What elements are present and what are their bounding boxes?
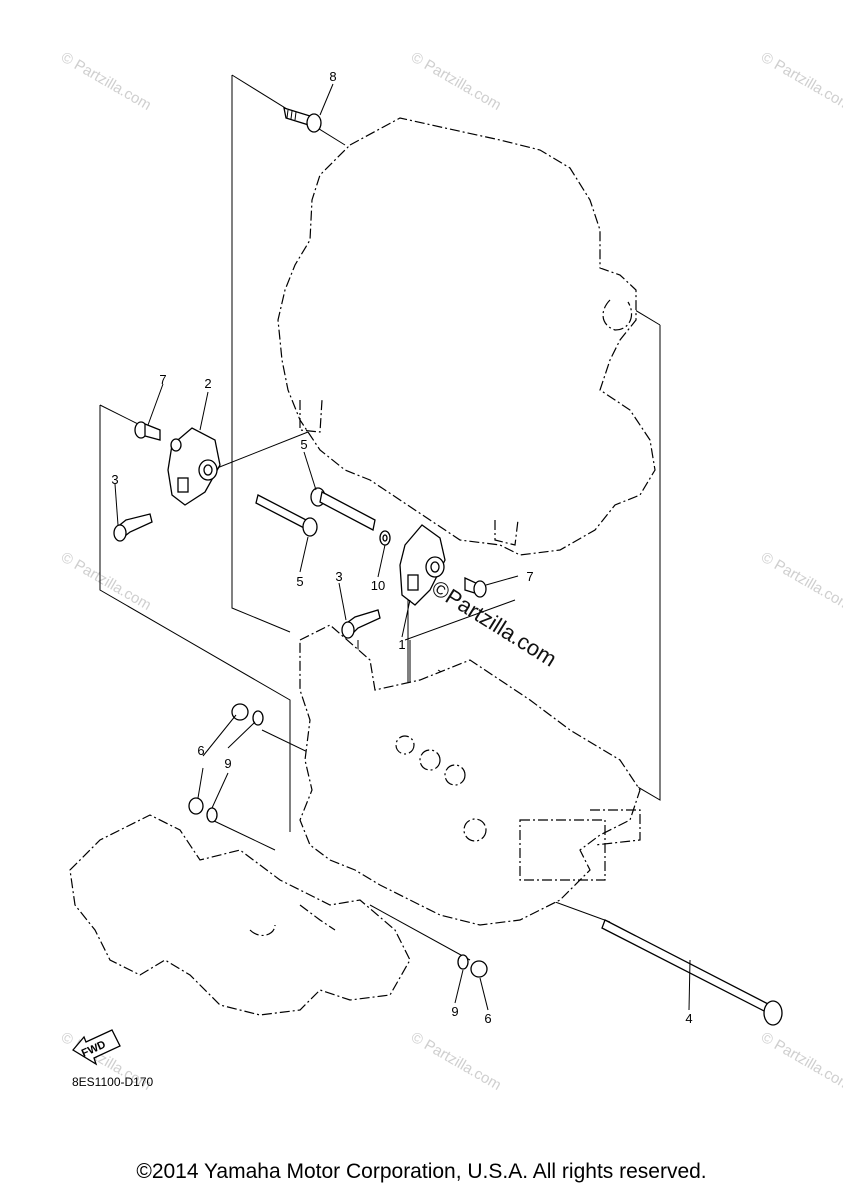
bolt-head	[473, 580, 487, 598]
callout-10: 10	[371, 578, 385, 593]
reference-line	[369, 904, 471, 961]
part-7-bolt-right	[464, 576, 487, 598]
part-6-nut-bottom	[470, 960, 488, 978]
part-1-engine-mount	[399, 524, 446, 606]
reference-line	[99, 405, 291, 832]
callout-8: 8	[329, 69, 336, 84]
mount-stud	[170, 438, 182, 452]
watermark-text: © Partzilla.com	[758, 49, 843, 114]
part-9-washer-lower-left	[206, 807, 218, 823]
bolt-shank	[601, 919, 771, 1014]
part-3-bolt-right	[341, 609, 381, 639]
part-10-washer	[379, 530, 391, 546]
part-4-through-bolt	[601, 919, 783, 1026]
part-7-bolt-left	[134, 421, 161, 441]
bolt-shank	[319, 491, 376, 531]
callout-5-lower: 5	[296, 574, 303, 589]
callout-6-lower: 6	[484, 1011, 491, 1026]
hull-floor-detail	[299, 904, 336, 931]
arrow-shape	[72, 1029, 121, 1066]
part-9-washer-bottom	[457, 954, 469, 970]
bracket-tab	[590, 809, 641, 846]
engine-mount-boss	[299, 399, 323, 433]
callout-9-lower: 9	[451, 1004, 458, 1019]
watermark-text: © Partzilla.com	[408, 49, 504, 114]
bracket-hole	[419, 749, 441, 771]
bracket-hole	[463, 818, 487, 842]
washer	[457, 954, 469, 970]
mount-bushing-core	[430, 561, 440, 573]
washer	[206, 807, 218, 823]
bolt-head	[302, 517, 318, 537]
callout-6-upper: 6	[197, 743, 204, 758]
engine-outline	[277, 117, 656, 556]
washer	[252, 710, 264, 726]
watermark-text: © Partzilla.com	[58, 49, 154, 114]
part-6-nut-upper	[231, 703, 249, 721]
part-2-engine-mount	[167, 427, 221, 506]
callout-3-left: 3	[111, 472, 118, 487]
part-5-bolt-a	[255, 494, 318, 537]
center-watermark: ©Partzilla.com	[427, 575, 561, 672]
callout-labels: 8 2 7 3 5 5 10 3 1 7 6 9 9 6 4	[111, 69, 692, 1026]
mount-bushing-core	[203, 464, 213, 476]
reference-line	[211, 431, 309, 471]
bolt-head	[341, 621, 355, 639]
bracket-hole	[395, 735, 415, 755]
watermark-text: © Partzilla.com	[758, 549, 843, 614]
engine-port	[602, 299, 633, 331]
reference-line	[404, 599, 516, 641]
hull-floor-detail	[249, 924, 276, 937]
engine-mount-boss	[494, 519, 519, 546]
fwd-arrow-icon: FWD	[72, 1029, 121, 1066]
nut	[470, 960, 488, 978]
bolt-head	[113, 524, 127, 542]
watermark-text: © Partzilla.com	[758, 1029, 843, 1094]
callout-1: 1	[398, 637, 405, 652]
washer-hole	[382, 534, 388, 542]
bolt-head	[763, 1000, 783, 1026]
callout-4: 4	[685, 1011, 692, 1026]
callout-3-right: 3	[335, 569, 342, 584]
callout-7-left: 7	[159, 372, 166, 387]
part-5-bolt-b	[310, 487, 376, 531]
part-6-nut-lower-left	[188, 797, 204, 815]
watermark-text: © Partzilla.com	[58, 549, 154, 614]
leader-lines	[114, 83, 691, 1011]
reference-line	[211, 819, 276, 851]
engine-bracket-outline	[299, 624, 641, 926]
nut	[231, 703, 249, 721]
callout-9-upper: 9	[224, 756, 231, 771]
bracket-box	[519, 819, 606, 881]
bracket-hole	[444, 764, 466, 786]
bolt-shank	[144, 423, 161, 441]
mount-slot	[407, 574, 419, 591]
callout-2: 2	[204, 376, 211, 391]
mount-slot	[177, 477, 189, 493]
callout-5-upper: 5	[300, 437, 307, 452]
diagram-code: 8ES1100-D170	[72, 1075, 153, 1089]
bolt-head	[306, 113, 322, 133]
part-9-washer-upper	[252, 710, 264, 726]
copyright-notice: ©2014 Yamaha Motor Corporation, U.S.A. A…	[136, 1160, 707, 1183]
part-8-bolt	[283, 107, 322, 133]
hull-floor-outline	[69, 814, 411, 1016]
bolt-shank	[255, 494, 311, 531]
part-3-bolt-left	[113, 513, 153, 542]
reference-line	[231, 75, 291, 633]
watermark-text: © Partzilla.com	[408, 1029, 504, 1094]
nut	[188, 797, 204, 815]
callout-7-right: 7	[526, 569, 533, 584]
